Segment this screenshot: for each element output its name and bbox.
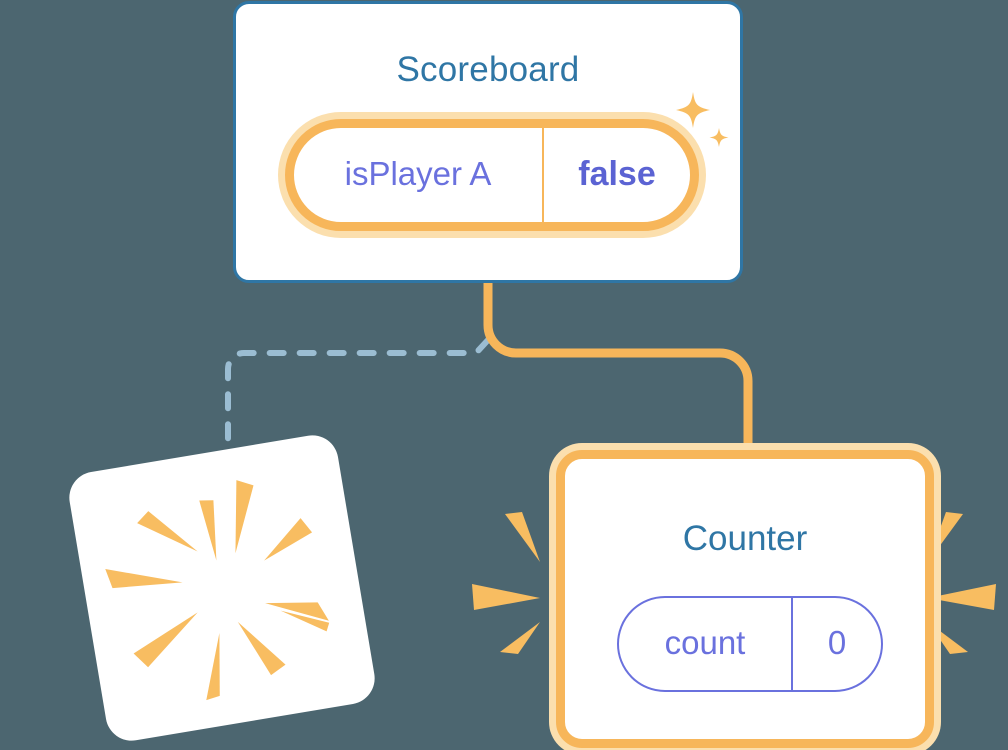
burst-ray (264, 518, 313, 561)
burst-ray (235, 480, 254, 554)
burst-ray-group (105, 480, 330, 701)
counter-card-title: Counter (682, 519, 808, 558)
burst-ray (199, 500, 217, 561)
scoreboard-state-pill[interactable]: isPlayer A false (285, 119, 699, 231)
burst-ray (206, 633, 220, 701)
burst-ray (105, 569, 183, 589)
scoreboard-pill-divider (542, 128, 544, 222)
burst-ray (280, 610, 330, 632)
counter-state-pill[interactable]: count 0 (617, 596, 883, 692)
counter-ray-left (472, 584, 540, 610)
counter-state-value: 0 (827, 624, 847, 661)
counter-ray-right (928, 584, 996, 610)
counter-ray-right (928, 622, 968, 654)
scoreboard-state-value: false (578, 154, 656, 193)
scoreboard-state-key: isPlayer A (344, 155, 492, 192)
burst-ray (133, 612, 198, 668)
burst-ray (137, 511, 198, 552)
burst-ray (237, 621, 286, 676)
burst-card[interactable] (65, 431, 379, 745)
counter-ray-left (505, 512, 540, 562)
counter-state-key: count (664, 624, 746, 661)
connector-solid-to-counter (483, 283, 753, 462)
burst-ray (265, 602, 329, 621)
counter-ray-left (500, 622, 540, 654)
scoreboard-card[interactable]: Scoreboard isPlayer A false (233, 1, 743, 283)
scoreboard-card-title: Scoreboard (396, 50, 580, 89)
counter-card[interactable]: Counter count 0 (556, 450, 934, 748)
counter-pill-divider (791, 598, 793, 690)
